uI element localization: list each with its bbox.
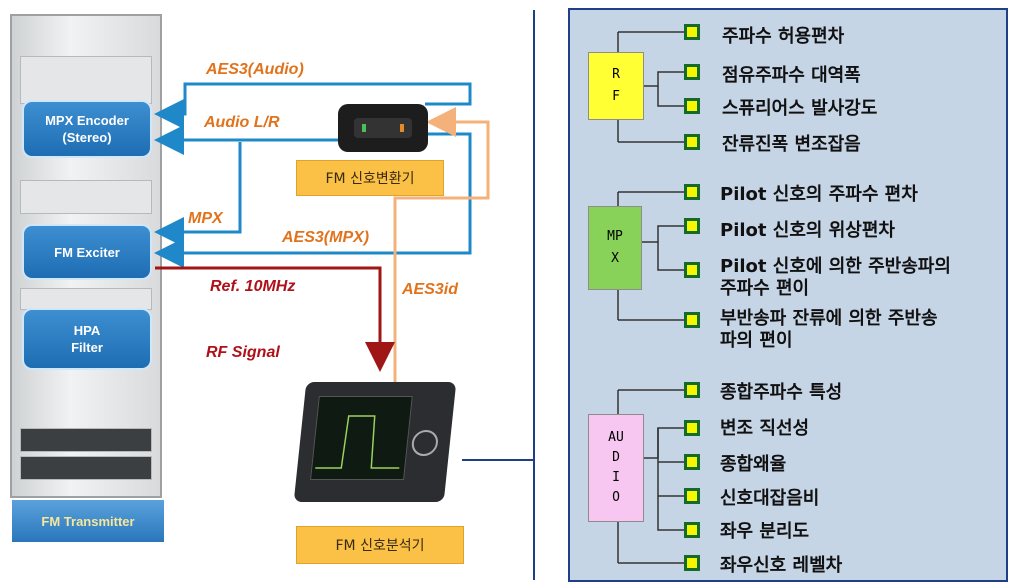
mpx-item-2: Pilot 신호의 위상편차	[720, 220, 895, 241]
audio-item-6: 좌우신호 레벨차	[720, 555, 843, 576]
audio-item-2: 변조 직선성	[720, 418, 810, 439]
analyzer-label: FM 신호분석기	[296, 526, 464, 564]
fm-transmitter-label: FM Transmitter	[12, 500, 164, 542]
audio-item-5: 좌우 분리도	[720, 521, 810, 542]
label-ref-10mhz: Ref. 10MHz	[210, 278, 296, 295]
checkbox-icon	[684, 64, 700, 80]
checkbox-icon	[684, 24, 700, 40]
checkbox-icon	[684, 555, 700, 571]
ref-10mhz-line	[155, 266, 395, 372]
label-rf-signal: RF Signal	[206, 344, 280, 361]
checkbox-icon	[684, 522, 700, 538]
checkbox-icon	[684, 134, 700, 150]
aes3-audio-line	[154, 82, 472, 129]
audio-item-4: 신호대잡음비	[720, 488, 820, 509]
checkbox-icon	[684, 312, 700, 328]
signal-analyzer-device	[293, 382, 457, 502]
checkbox-icon	[684, 218, 700, 234]
aes3id-line	[393, 107, 490, 386]
category-audio: AU D I O	[588, 414, 644, 522]
audio-item-1: 종합주파수 특성	[720, 382, 843, 403]
converter-label: FM 신호변환기	[296, 160, 444, 196]
checkbox-icon	[684, 420, 700, 436]
checkbox-icon	[684, 184, 700, 200]
label-aes3id: AES3id	[402, 281, 459, 298]
mpx-line	[154, 142, 242, 247]
mpx-item-1: Pilot 신호의 주파수 편차	[720, 184, 918, 205]
fm-exciter-module: FM Exciter	[22, 224, 152, 280]
rack-slot	[20, 56, 152, 104]
rf-item-3: 스퓨리어스 발사강도	[722, 98, 878, 119]
label-audio-lr: Audio L/R	[204, 114, 280, 131]
category-mpx: MP X	[588, 206, 642, 290]
mpx-encoder-module: MPX Encoder (Stereo)	[22, 100, 152, 158]
checkbox-icon	[684, 262, 700, 278]
label-aes3-mpx: AES3(MPX)	[282, 229, 370, 246]
measurement-items-panel: R F MP X AU D I O 주파수 허용편차 점유주파수 대역폭 스퓨리…	[568, 8, 1008, 582]
section-divider	[533, 10, 535, 580]
rack-display-panel	[20, 428, 152, 452]
mpx-item-3: Pilot 신호에 의한 주반송파의 주파수 편이	[720, 256, 951, 299]
category-rf: R F	[588, 52, 644, 120]
rf-item-2: 점유주파수 대역폭	[722, 65, 861, 86]
checkbox-icon	[684, 454, 700, 470]
checkbox-icon	[684, 488, 700, 504]
audio-item-3: 종합왜율	[720, 454, 787, 475]
hpa-filter-module: HPA Filter	[22, 308, 152, 370]
rack-display-panel	[20, 456, 152, 480]
signal-converter-device	[338, 104, 428, 152]
checkbox-icon	[684, 382, 700, 398]
label-mpx: MPX	[188, 210, 223, 227]
rack-slot	[20, 180, 152, 214]
rf-item-1: 주파수 허용편차	[722, 26, 845, 47]
mpx-item-4: 부반송파 잔류에 의한 주반송 파의 편이	[720, 308, 938, 351]
rf-item-4: 잔류진폭 변조잡음	[722, 134, 861, 155]
label-aes3-audio: AES3(Audio)	[206, 61, 304, 78]
checkbox-icon	[684, 98, 700, 114]
